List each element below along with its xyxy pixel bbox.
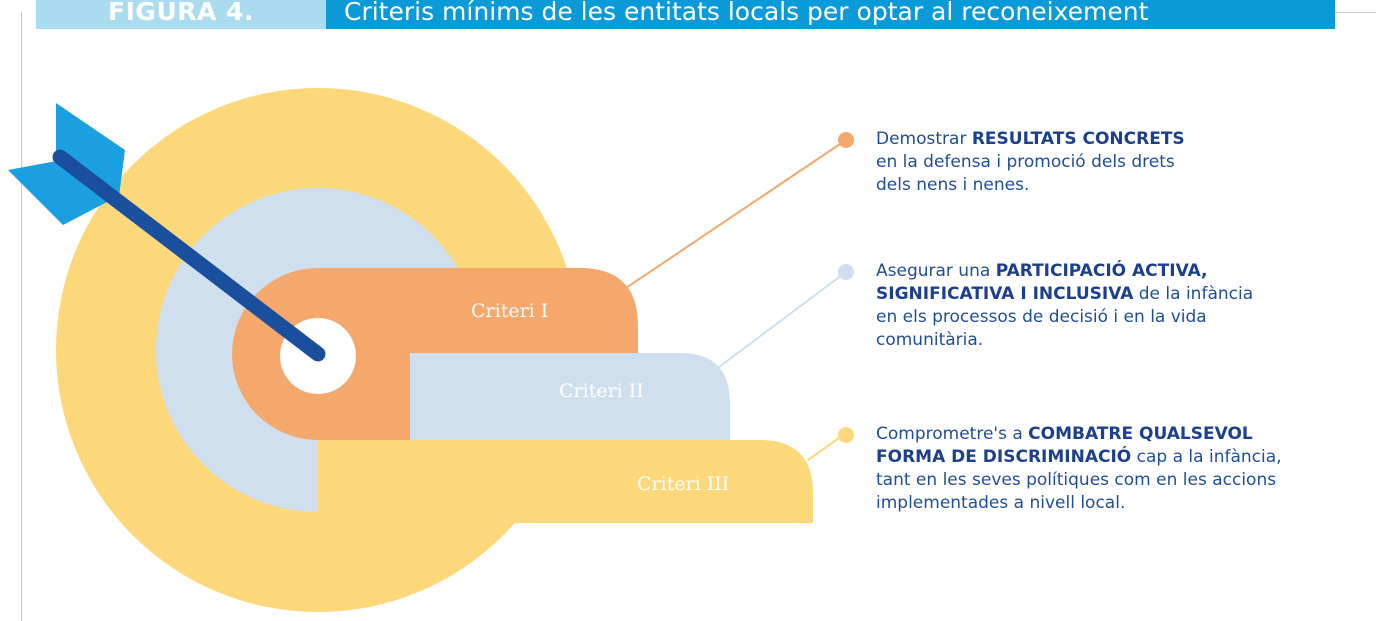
arrow-fletching-upper [56, 103, 125, 196]
body-text: implementades a nivell local. [876, 493, 1126, 513]
criteria-text-line: Comprometre's a COMBATRE QUALSEVOL [876, 423, 1368, 446]
criteria-text-line: tant en les seves polítiques com en les … [876, 469, 1368, 492]
criteria-bullet-1 [838, 132, 854, 148]
criteria-text-line: en els processos de decisió i en la vida [876, 306, 1368, 329]
emphasis-text: PARTICIPACIÓ ACTIVA, [995, 261, 1208, 281]
criteria-tab-3 [318, 440, 813, 523]
emphasis-text: FORMA DE DISCRIMINACIÓ [876, 447, 1132, 467]
connector-line-2 [714, 271, 847, 371]
criteria-label-2: Criteri II [559, 380, 644, 402]
emphasis-text: SIGNIFICATIVA I INCLUSIVA [876, 284, 1134, 304]
criteria-label-3: Criteri III [637, 473, 729, 495]
criteria-label-1: Criteri I [471, 300, 548, 322]
body-text: Comprometre's a [876, 424, 1029, 444]
frame-top-rule [1335, 12, 1376, 13]
criteria-text-line: Demostrar RESULTATS CONCRETS [876, 128, 1368, 151]
criteria-text-line: Asegurar una PARTICIPACIÓ ACTIVA, [876, 260, 1368, 283]
criteria-bullet-3 [838, 427, 854, 443]
criteria-item-2: Asegurar una PARTICIPACIÓ ACTIVA,SIGNIFI… [838, 260, 1368, 352]
connector-line-1 [616, 139, 847, 295]
figure-label: FIGURA 4. [36, 0, 326, 29]
frame-left-rule [21, 12, 22, 621]
emphasis-text: COMBATRE QUALSEVOL [1028, 424, 1253, 444]
body-text: Asegurar una [876, 261, 996, 281]
body-text: cap a la infància, [1131, 447, 1282, 467]
criteria-text-line: en la defensa i promoció dels drets [876, 151, 1368, 174]
criteria-bullet-2 [838, 264, 854, 280]
body-text: de la infància [1133, 284, 1254, 304]
criteria-text-line: comunitària. [876, 329, 1368, 352]
body-text: en la defensa i promoció dels drets [876, 152, 1175, 172]
figure-header: FIGURA 4. Criteris mínims de les entitat… [36, 0, 1335, 29]
body-text: Demostrar [876, 129, 972, 149]
body-text: en els processos de decisió i en la vida [876, 307, 1207, 327]
emphasis-text: RESULTATS CONCRETS [971, 129, 1185, 149]
criteria-text-line: dels nens i nenes. [876, 174, 1368, 197]
criteria-text-line: SIGNIFICATIVA I INCLUSIVA de la infància [876, 283, 1368, 306]
arrow-shaft [52, 149, 326, 362]
criteria-tab-2 [318, 353, 730, 440]
criteria-tab-1 [318, 268, 638, 440]
body-text: tant en les seves polítiques com en les … [876, 470, 1277, 490]
criteria-text-line: FORMA DE DISCRIMINACIÓ cap a la infància… [876, 446, 1368, 469]
body-text: comunitària. [876, 330, 984, 350]
criteria-text-2: Asegurar una PARTICIPACIÓ ACTIVA,SIGNIFI… [876, 260, 1368, 352]
criteria-text-line: implementades a nivell local. [876, 492, 1368, 515]
body-text: dels nens i nenes. [876, 175, 1030, 195]
arrow-fletching-lower [8, 160, 111, 225]
figure-title: Criteris mínims de les entitats locals p… [326, 0, 1335, 29]
